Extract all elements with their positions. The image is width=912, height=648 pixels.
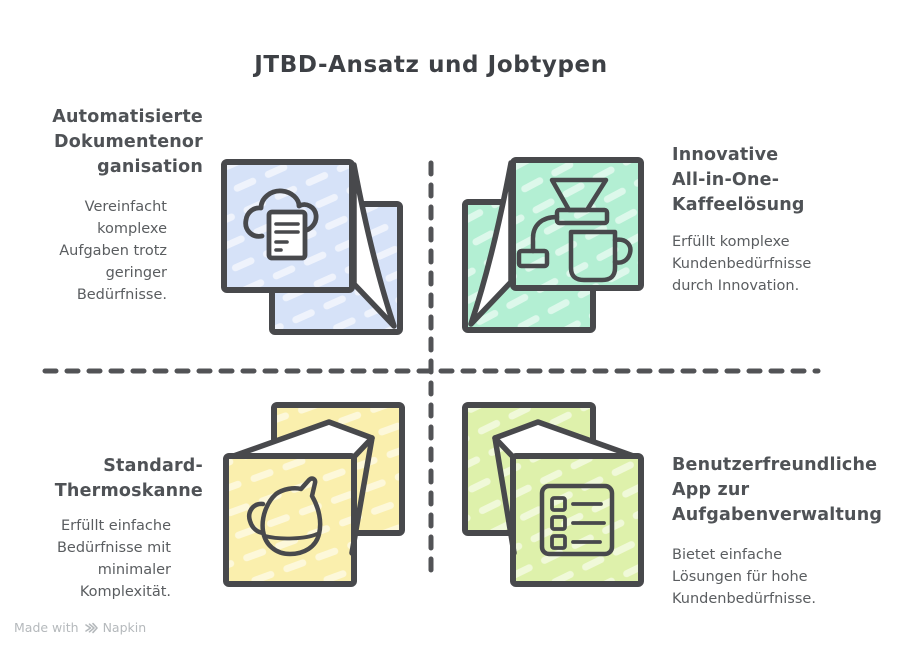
body-line: Kundenbedürfnisse [672, 256, 812, 272]
body-line: Erfüllt komplexe [672, 234, 790, 250]
heading-line: Kaffeelösung [672, 195, 805, 215]
body-line: Aufgaben trotz [59, 243, 167, 259]
quadrant-bottom-left-heading: Standard- Thermoskanne [0, 454, 203, 504]
quadrant-bottom-right-icon [456, 396, 651, 591]
checkbox-icon [550, 496, 567, 512]
fold-corner [351, 162, 397, 329]
cloud-icon [243, 188, 319, 239]
fold-corner [468, 160, 514, 327]
checklist-panel [539, 483, 615, 557]
body-line: Lösungen für hohe [672, 569, 808, 585]
body-line: Bietet einfache [672, 547, 783, 563]
document-icon [266, 209, 308, 261]
coffee-machine-icon [516, 177, 633, 283]
document-text-lines [274, 222, 300, 252]
heading-line: Dokumentenor [54, 132, 203, 152]
fold-edge [349, 435, 375, 556]
heading-line: Standard- [103, 456, 203, 476]
quadrant-bottom-right-heading: Benutzerfreundliche App zur Aufgabenverw… [672, 453, 912, 528]
checkbox-icon [550, 515, 567, 531]
body-line: Bedürfnisse mit [56, 540, 171, 556]
heading-line: Benutzerfreundliche [672, 455, 878, 475]
jug-handle [247, 501, 266, 536]
quadrant-bottom-left-body: Erfüllt einfache Bedürfnisse mit minimal… [0, 515, 171, 603]
quadrant-bottom-left-icon [216, 396, 411, 591]
quadrant-top-left-icon [214, 152, 409, 347]
watermark-prefix: Made with [14, 620, 79, 635]
body-line: Erfüllt einfache [61, 518, 171, 534]
page-title: JTBD-Ansatz und Jobtypen [254, 52, 608, 78]
heading-line: Automatisierte [52, 107, 203, 127]
heading-line: ganisation [97, 157, 203, 177]
body-line: Kundenbedürfnisse. [672, 591, 816, 607]
heading-line: Thermoskanne [54, 481, 203, 501]
milk-jug-sticker-icon [223, 402, 405, 587]
cloud-document-sticker-icon [221, 159, 403, 335]
checklist-sticker-icon [462, 402, 644, 587]
body-line: komplexe [97, 221, 167, 237]
mug-handle [612, 237, 633, 265]
quadrant-top-right-icon [456, 150, 651, 345]
heading-line: All-in-One- [672, 170, 780, 190]
mug-icon [568, 229, 618, 283]
heading-line: Innovative [672, 145, 779, 165]
quadrant-bottom-right-body: Bietet einfache Lösungen für hohe Kunden… [672, 544, 912, 610]
quadrant-top-left-body: Vereinfacht komplexe Aufgaben trotz geri… [0, 196, 167, 306]
front-card [223, 453, 357, 587]
napkin-logo-icon [84, 622, 98, 633]
quadrant-top-left-heading: Automatisierte Dokumentenor ganisation [0, 105, 203, 180]
body-line: minimaler [97, 562, 171, 578]
body-line: geringer [105, 265, 167, 281]
watermark-brand: Napkin [102, 620, 147, 635]
body-line: Vereinfacht [84, 199, 167, 215]
body-line: durch Innovation. [672, 278, 800, 294]
quadrant-top-right-heading: Innovative All-in-One- Kaffeelösung [672, 143, 902, 218]
coffee-dripper-mug-sticker-icon [462, 157, 644, 333]
quadrant-top-right-body: Erfüllt komplexe Kundenbedürfnisse durch… [672, 231, 902, 297]
front-card [510, 453, 644, 587]
body-line: Komplexität. [79, 584, 171, 600]
fold-edge [492, 435, 517, 556]
milk-jug-icon [247, 476, 323, 557]
milk-level-line [263, 532, 319, 541]
heading-line: Aufgabenverwaltung [672, 505, 883, 525]
body-line: Bedürfnisse. [76, 287, 167, 303]
heading-line: App zur [672, 480, 750, 500]
checklist-icon [539, 483, 615, 557]
napkin-watermark[interactable]: Made with Napkin [14, 620, 146, 635]
checkbox-icon [550, 534, 567, 550]
